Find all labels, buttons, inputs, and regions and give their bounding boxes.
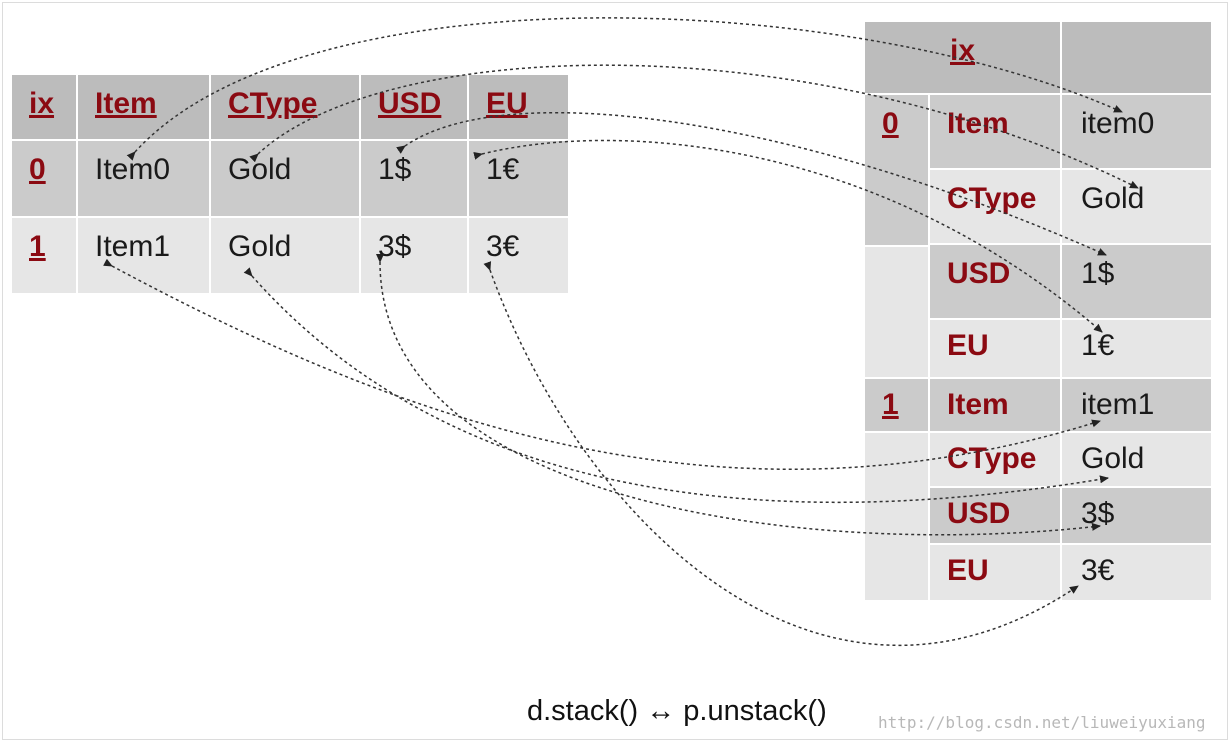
left-header-ctype: CType xyxy=(211,75,359,139)
right-g1-label-ctype: CType xyxy=(930,433,1060,486)
left-row1-index: 1 xyxy=(12,218,76,293)
left-row1-usd: 3$ xyxy=(361,218,467,293)
left-row0-ctype: Gold xyxy=(211,141,359,216)
left-header-ix: ix xyxy=(12,75,76,139)
right-g1-label-eu: EU xyxy=(930,545,1060,600)
right-g0-label-eu: EU xyxy=(930,320,1060,377)
watermark: http://blog.csdn.net/liuweiyuxiang xyxy=(878,713,1206,732)
left-header-item: Item xyxy=(78,75,209,139)
right-g0-label-item: Item xyxy=(930,95,1060,168)
right-g0-label-ctype: CType xyxy=(930,170,1060,243)
left-row0-index: 0 xyxy=(12,141,76,216)
right-group1-index: 1 xyxy=(865,379,928,431)
right-g0-value-usd: 1$ xyxy=(1062,245,1211,318)
left-row1-eu: 3€ xyxy=(469,218,568,293)
right-g0-value-item: item0 xyxy=(1062,95,1211,168)
right-header-ix: ix xyxy=(865,22,1060,93)
right-header-empty xyxy=(1062,22,1211,93)
left-row1-ctype: Gold xyxy=(211,218,359,293)
right-g1-value-eu: 3€ xyxy=(1062,545,1211,600)
right-g1-label-item: Item xyxy=(930,379,1060,431)
right-g0-label-usd: USD xyxy=(930,245,1060,318)
right-g1-value-usd: 3$ xyxy=(1062,488,1211,543)
right-g1-value-item: item1 xyxy=(1062,379,1211,431)
left-row0-usd: 1$ xyxy=(361,141,467,216)
right-g0-value-eu: 1€ xyxy=(1062,320,1211,377)
left-header-eu: EU xyxy=(469,75,568,139)
left-row1-item: Item1 xyxy=(78,218,209,293)
left-header-usd: USD xyxy=(361,75,467,139)
right-group0-index: 0 xyxy=(865,95,928,245)
right-g1-value-ctype: Gold xyxy=(1062,433,1211,486)
right-group1-index-filler xyxy=(865,433,928,600)
right-g1-label-usd: USD xyxy=(930,488,1060,543)
right-g0-value-ctype: Gold xyxy=(1062,170,1211,243)
left-row0-item: Item0 xyxy=(78,141,209,216)
right-group0-index-filler xyxy=(865,247,928,377)
left-row0-eu: 1€ xyxy=(469,141,568,216)
caption: d.stack() ↔ p.unstack() xyxy=(527,695,827,727)
